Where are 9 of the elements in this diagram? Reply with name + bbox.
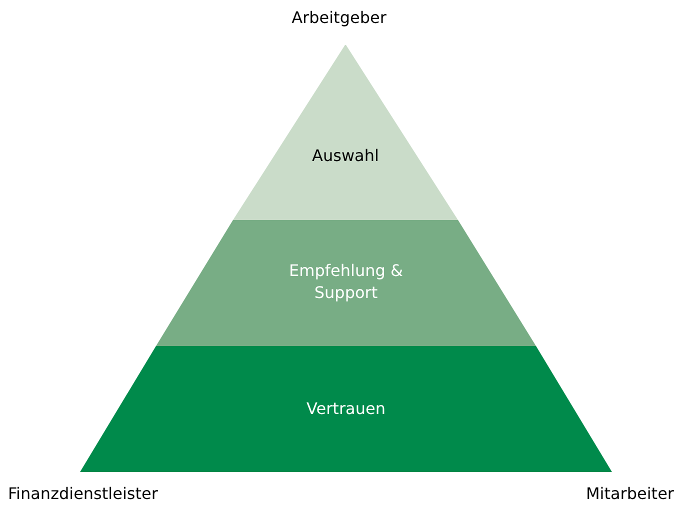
tier-label: Auswahl	[311, 145, 380, 167]
pyramid-tier	[156, 220, 536, 346]
tier-label: Empfehlung & Support	[288, 260, 404, 304]
corner-label: Finanzdienstleister	[8, 484, 158, 503]
corner-label: Mitarbeiter	[586, 484, 674, 503]
pyramid-tier	[80, 346, 612, 472]
corner-label: Arbeitgeber	[292, 8, 386, 27]
tier-label: Vertrauen	[306, 398, 386, 420]
pyramid-tier	[233, 45, 458, 220]
